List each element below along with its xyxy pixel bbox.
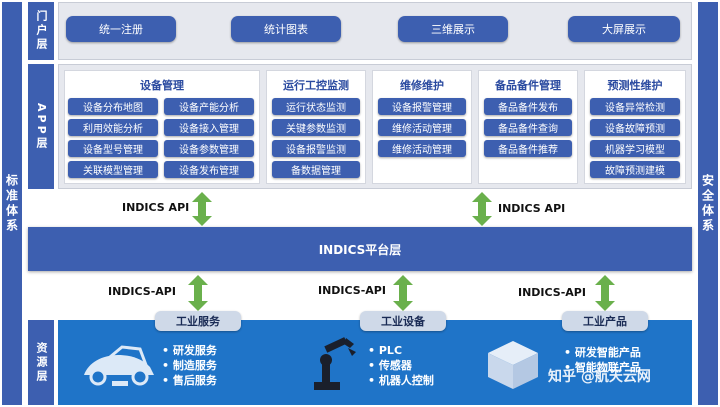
portal-button-bigscreen[interactable]: 大屏展示 <box>568 16 680 42</box>
portal-button-register[interactable]: 统一注册 <box>66 16 176 42</box>
api-label-upper-left: INDICS API <box>122 201 190 214</box>
equipment-list: PLC 传感器 机器人控制 <box>368 343 434 388</box>
app-item[interactable]: 关联模型管理 <box>68 161 158 178</box>
car-icon <box>84 345 154 386</box>
module-title: 设备管理 <box>140 79 184 92</box>
app-layer-label: APP层 <box>28 64 54 189</box>
list-item: 智能物联产品 <box>564 360 641 375</box>
app-item[interactable]: 设备发布管理 <box>164 161 254 178</box>
api-label-lower: INDICS-API <box>518 286 586 299</box>
double-arrow-icon <box>188 275 208 311</box>
app-item[interactable]: 备品备件查询 <box>484 119 572 136</box>
double-arrow-icon <box>472 192 492 226</box>
api-label-lower: INDICS-API <box>318 284 386 297</box>
platform-layer: INDICS平台层 <box>28 227 692 271</box>
list-item: 售后服务 <box>162 373 217 388</box>
standard-system-bar: 标准体系 <box>2 2 22 405</box>
app-item[interactable]: 备品备件发布 <box>484 98 572 115</box>
app-item[interactable]: 维修活动管理 <box>378 140 466 157</box>
app-item[interactable]: 设备故障预测 <box>590 119 680 136</box>
api-label-lower: INDICS-API <box>108 285 176 298</box>
tab-industrial-products[interactable]: 工业产品 <box>562 311 648 331</box>
api-label-upper-right: INDICS API <box>498 202 566 215</box>
module-title: 备品备件管理 <box>495 79 561 92</box>
list-item: 研发服务 <box>162 343 217 358</box>
robot-arm-icon <box>314 337 356 390</box>
double-arrow-icon <box>192 192 212 226</box>
double-arrow-icon <box>595 275 615 311</box>
list-item: 制造服务 <box>162 358 217 373</box>
portal-layer-label: 门户层 <box>28 2 54 60</box>
app-item[interactable]: 设备报警管理 <box>378 98 466 115</box>
security-system-bar: 安全体系 <box>698 2 718 405</box>
double-arrow-icon <box>393 275 413 311</box>
app-item[interactable]: 利用效能分析 <box>68 119 158 136</box>
app-item[interactable]: 设备异常检测 <box>590 98 680 115</box>
module-title: 预测性维护 <box>607 79 663 92</box>
list-item: 机器人控制 <box>368 373 434 388</box>
list-item: PLC <box>368 343 434 358</box>
list-item: 传感器 <box>368 358 434 373</box>
app-item[interactable]: 备数据管理 <box>272 161 360 178</box>
app-item[interactable]: 设备型号管理 <box>68 140 158 157</box>
app-item[interactable]: 备品备件推荐 <box>484 140 572 157</box>
app-item[interactable]: 故障预测建模 <box>590 161 680 178</box>
resource-layer-label: 资源层 <box>28 320 54 405</box>
app-item[interactable]: 设备接入管理 <box>164 119 254 136</box>
module-title: 维修维护 <box>400 79 444 92</box>
app-item[interactable]: 机器学习模型 <box>590 140 680 157</box>
app-item[interactable]: 维修活动管理 <box>378 119 466 136</box>
app-item[interactable]: 设备报警监测 <box>272 140 360 157</box>
product-list: 研发智能产品 智能物联产品 <box>564 345 641 375</box>
watermark: 知乎 @航天云网 <box>548 369 651 385</box>
list-item: 研发智能产品 <box>564 345 641 360</box>
app-item[interactable]: 设备参数管理 <box>164 140 254 157</box>
box-icon <box>488 341 538 389</box>
app-item[interactable]: 关键参数监测 <box>272 119 360 136</box>
service-list: 研发服务 制造服务 售后服务 <box>162 343 217 388</box>
module-title: 运行工控监测 <box>283 79 349 92</box>
app-item[interactable]: 设备产能分析 <box>164 98 254 115</box>
app-item[interactable]: 设备分布地图 <box>68 98 158 115</box>
portal-button-charts[interactable]: 统计图表 <box>231 16 341 42</box>
portal-button-3d[interactable]: 三维展示 <box>398 16 508 42</box>
tab-industrial-equipment[interactable]: 工业设备 <box>360 311 446 331</box>
app-item[interactable]: 运行状态监测 <box>272 98 360 115</box>
tab-industrial-services[interactable]: 工业服务 <box>155 311 241 331</box>
